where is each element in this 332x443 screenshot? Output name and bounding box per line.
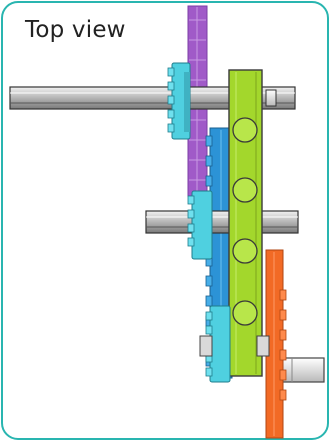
top-axle	[9, 86, 296, 110]
diagram-title: Top view	[25, 17, 126, 43]
orange-gear	[265, 249, 287, 439]
green-beam	[228, 69, 263, 377]
cyan-gear-middle	[187, 190, 213, 260]
middle-axle	[145, 210, 299, 234]
cyan-gear-small-top	[167, 62, 191, 140]
cyan-gear-bottom	[199, 305, 270, 383]
